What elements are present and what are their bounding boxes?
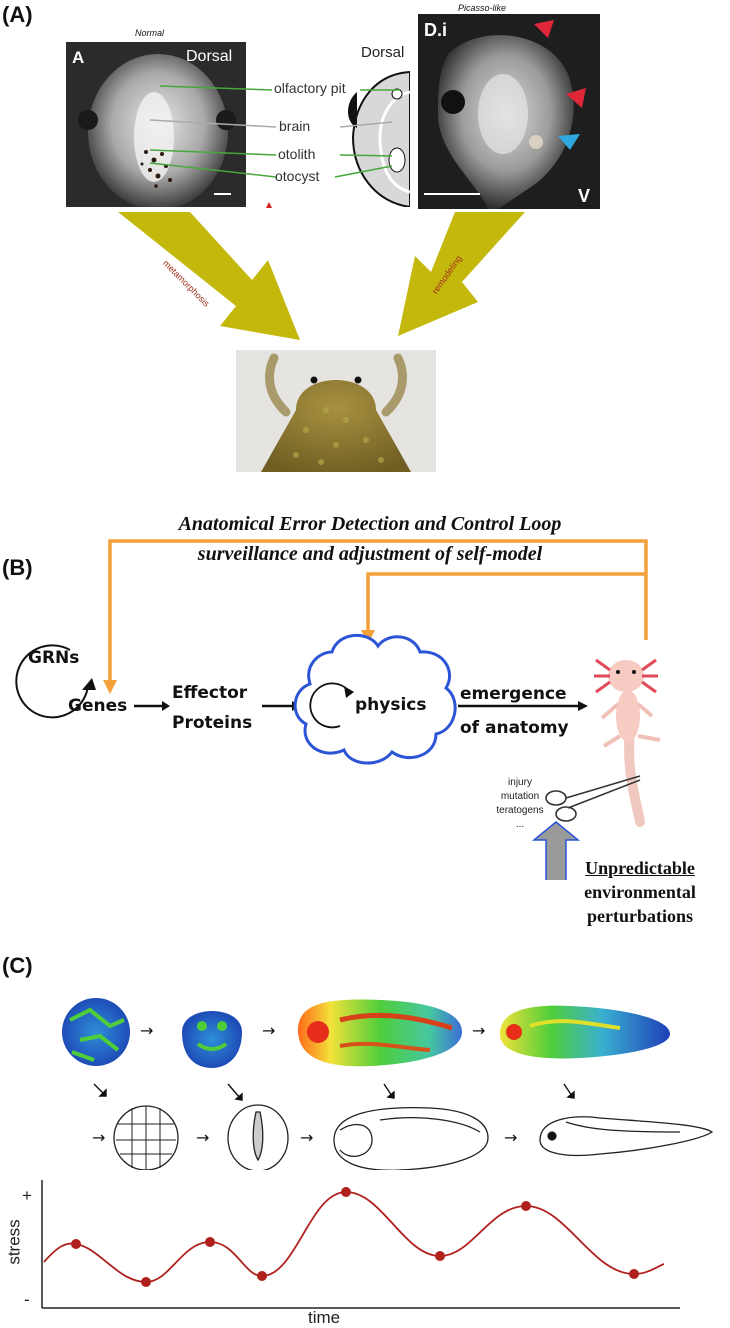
emergence-label-1: emergence — [460, 684, 567, 704]
svg-text:→: → — [504, 1128, 517, 1147]
stage-4-heatmap — [500, 1005, 670, 1059]
curve-point — [205, 1237, 215, 1247]
normal-tag: A — [72, 48, 85, 67]
svg-text:→: → — [300, 1128, 313, 1147]
red-arrowhead-icon-2 — [566, 88, 586, 108]
perturbation-injury: injury — [508, 777, 532, 788]
y-axis-plus: + — [22, 1186, 32, 1205]
inner-loop-line — [366, 572, 646, 630]
yellow-arrows — [118, 212, 525, 340]
y-axis-label: stress — [4, 1219, 24, 1265]
svg-text:→: → — [472, 1021, 485, 1040]
annotation-olfactory-pit: olfactory pit — [274, 80, 346, 96]
svg-text:→: → — [92, 1128, 105, 1147]
physics-label: physics — [355, 695, 427, 715]
curve-point — [141, 1277, 151, 1287]
stress-curve — [43, 1191, 665, 1283]
outer-loop-arrowhead — [103, 680, 117, 694]
annotation-otocyst: otocyst — [275, 168, 320, 184]
loop-title-line2: surveillance and adjustment of self-mode… — [197, 543, 543, 565]
stage-3-heatmap — [298, 999, 462, 1067]
right-yellow-arrow — [398, 212, 525, 336]
env-line-2: environmental — [584, 882, 696, 902]
normal-caption: Normal — [135, 28, 165, 38]
blue-arrowhead-icon — [558, 134, 580, 150]
picasso-tag: D.i — [424, 20, 448, 40]
panel-a-label: (A) — [2, 2, 33, 27]
stage-4-embryo — [539, 1116, 714, 1157]
normal-tadpole-photo: A Dorsal — [66, 42, 246, 207]
red-arrowhead-icon — [534, 20, 554, 38]
annotation-brain: brain — [279, 118, 311, 134]
effector-label-2: Proteins — [172, 713, 253, 733]
left-eye-icon — [78, 110, 98, 130]
curve-point — [435, 1251, 445, 1261]
env-line-3: perturbations — [586, 906, 693, 926]
panel-b-label: (B) — [2, 555, 33, 580]
perturbation-more: ... — [515, 819, 525, 830]
genes-to-proteins-arrow — [162, 701, 170, 711]
picasso-corner-label: V — [578, 186, 591, 206]
picasso-caption: Picasso-like — [458, 3, 507, 13]
adult-frog-photo — [236, 350, 436, 472]
perturbation-up-arrow — [531, 821, 581, 880]
effector-label-1: Effector — [172, 683, 248, 703]
line-art-embryos — [113, 1104, 714, 1170]
normal-view-label: Dorsal — [186, 48, 233, 65]
curve-point — [521, 1201, 531, 1211]
x-axis-label: time — [308, 1308, 341, 1327]
perturbation-mutation: mutation — [500, 791, 540, 802]
grns-label: GRNs — [28, 648, 80, 668]
scissors-icon — [545, 775, 641, 822]
schematic-view-label: Dorsal — [361, 44, 405, 61]
picasso-tadpole-photo: D.i V — [418, 14, 600, 209]
curve-point — [629, 1269, 639, 1279]
curve-point — [71, 1239, 81, 1249]
svg-text:→: → — [262, 1021, 275, 1040]
genes-label: Genes — [68, 696, 128, 716]
annotation-otolith: otolith — [278, 146, 316, 162]
curve-point — [257, 1271, 267, 1281]
stress-time-plot — [41, 1180, 680, 1309]
panel-c-label: (C) — [2, 953, 33, 978]
emergence-label-2: of anatomy — [460, 718, 569, 738]
outer-loop-line — [108, 539, 648, 680]
physics-cloud — [293, 633, 457, 765]
environment-label: Unpredictable environmental perturbation… — [560, 856, 720, 928]
perturbation-teratogens: teratogens — [496, 805, 544, 816]
picasso-eye-icon — [441, 90, 465, 114]
left-yellow-arrow — [118, 212, 300, 340]
tadpole-schematic: Dorsal — [335, 42, 410, 207]
stage-3-embryo — [333, 1107, 489, 1170]
loop-title-line1: Anatomical Error Detection and Control L… — [178, 513, 562, 535]
grn-loop-arrow — [15, 644, 89, 719]
env-line-1: Unpredictable — [585, 858, 695, 878]
perturbation-list: injury mutation teratogens ... — [470, 776, 570, 832]
annotation-lines — [149, 85, 400, 208]
stage-1-heatmap — [62, 998, 130, 1066]
embryo-sequence: → → → → → → → — [62, 998, 714, 1170]
stage-2-heatmap — [182, 1011, 242, 1068]
control-loop-lines — [15, 539, 661, 880]
curve-point — [341, 1187, 351, 1197]
svg-text:→: → — [140, 1021, 153, 1040]
svg-text:→: → — [196, 1128, 209, 1147]
y-axis-minus: - — [24, 1290, 30, 1309]
axolotl-icon — [594, 658, 661, 827]
physics-to-anatomy-arrow — [578, 701, 588, 711]
